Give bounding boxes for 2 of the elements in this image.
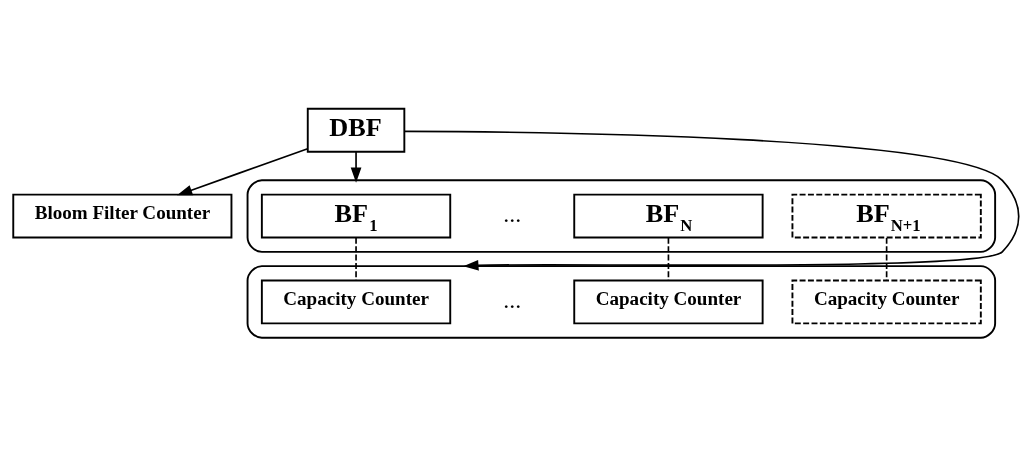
label: ... [503, 286, 522, 313]
label: ... [503, 201, 522, 228]
